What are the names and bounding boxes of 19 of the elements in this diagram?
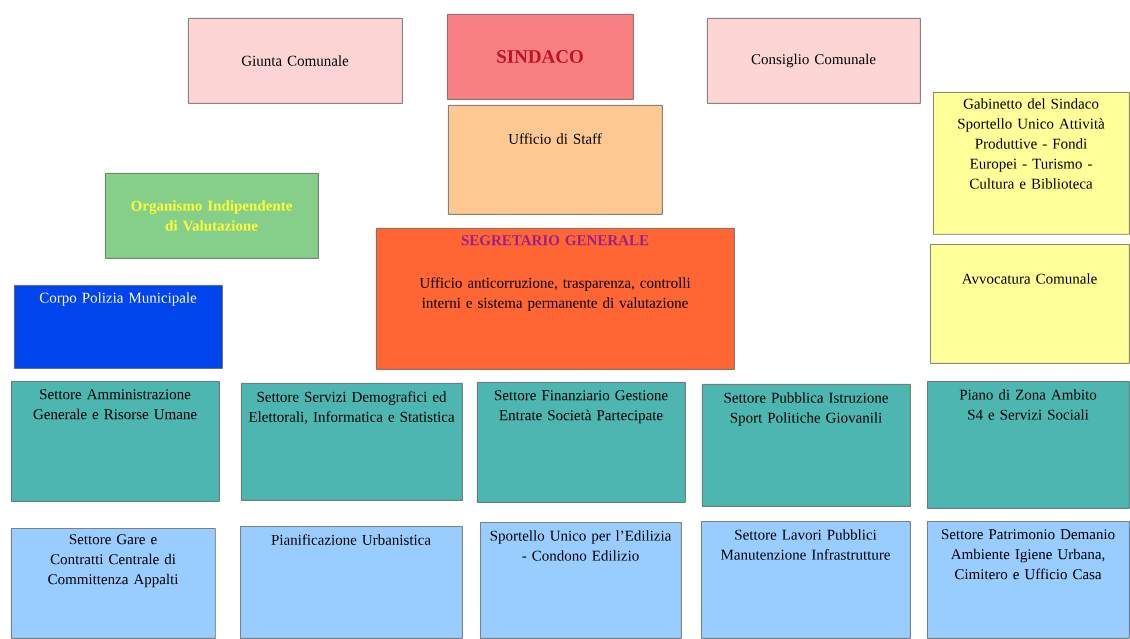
org-box: Settore Gare e Contratti Centrale di Committenza Appalti	[11, 528, 216, 639]
org-box: Settore Pubblica Istruzione Sport Politiche Giovanili	[702, 384, 911, 507]
org-box: Settore Servizi Demografici ed Elettorali, Informatica e Statistica	[241, 383, 463, 501]
org-box: Consiglio Comunale	[707, 18, 921, 104]
org-box: Settore Amministrazione Generale e Risorse Umane	[11, 381, 220, 502]
org-box: Organismo Indipendente di Valutazione	[105, 173, 319, 259]
org-box: SEGRETARIO GENERALE Ufficio anticorruzione, trasparenza, controlli interni e sistema permanente di valutazione	[376, 228, 735, 370]
org-box: Pianificazione Urbanistica	[240, 526, 463, 639]
org-box: Avvocatura Comunale	[930, 244, 1130, 364]
org-box: Settore Finanziario Gestione Entrate Società Partecipate	[477, 382, 686, 503]
org-box: SINDACO	[447, 14, 634, 100]
org-box: Sportello Unico per l’Edilizia - Condono Edilizio	[480, 522, 682, 639]
org-box: Corpo Polizia Municipale	[14, 285, 223, 369]
org-box: Settore Lavori Pubblici Manutenzione Infrastrutture	[701, 521, 911, 639]
org-box: Piano di Zona Ambito S4 e Servizi Sociali	[927, 381, 1130, 509]
org-box: Gabinetto del Sindaco Sportello Unico Attività Produttive - Fondi Europei - Turismo - Cultura e Biblioteca	[933, 92, 1130, 235]
org-box: Settore Patrimonio Demanio Ambiente Igiene Urbana, Cimitero e Ufficio Casa	[927, 521, 1130, 639]
org-box: Giunta Comunale	[188, 18, 403, 104]
org-box: Ufficio di Staff	[448, 105, 663, 215]
